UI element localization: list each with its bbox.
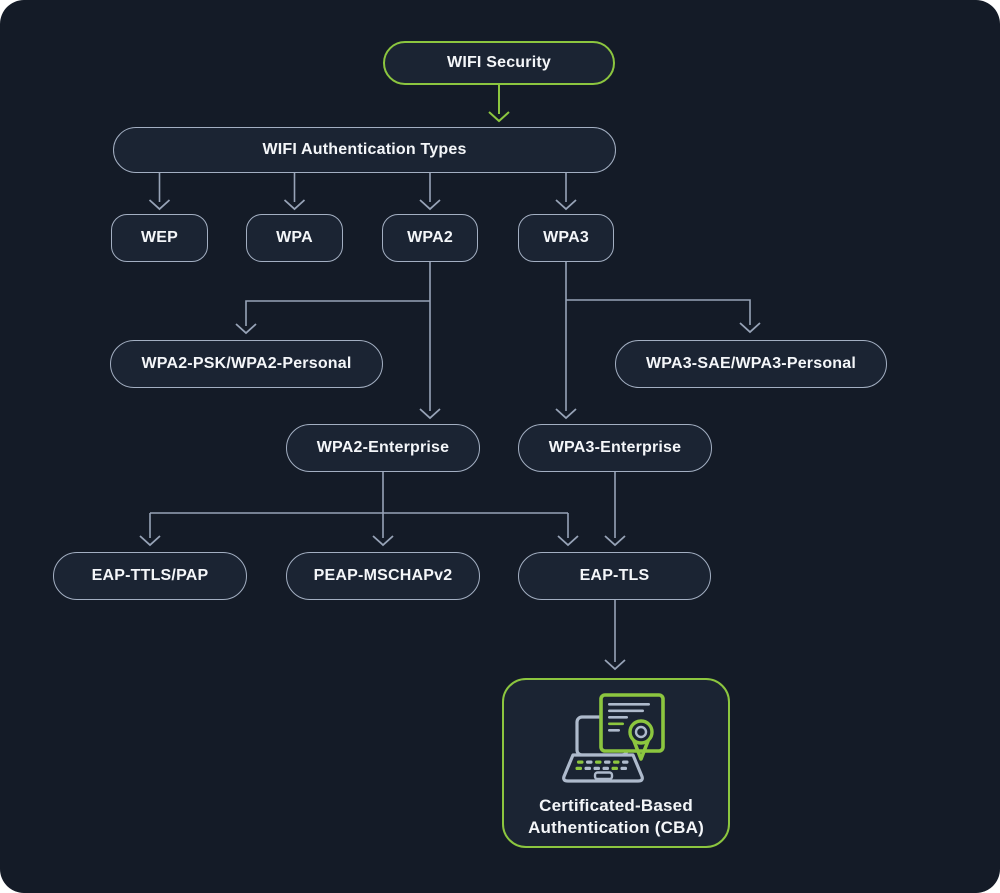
edge-auth-to-wpa <box>283 173 306 211</box>
edge-bus-to-eap-tls <box>557 513 579 547</box>
edge-auth-to-wpa3 <box>555 173 577 211</box>
node-wpa2-psk-personal: WPA2-PSK/WPA2-Personal <box>110 340 383 388</box>
edge-wpa2-to-wpa2-enterprise <box>419 262 441 420</box>
cba-label: Certificated-Based Authentication (CBA) <box>528 795 704 840</box>
edge-wpa2-enterprise-bus <box>150 472 568 547</box>
node-wpa3: WPA3 <box>518 214 614 262</box>
node-peap-mschapv2: PEAP-MSCHAPv2 <box>286 552 480 600</box>
edge-wifi-security-to-auth-types <box>488 85 510 123</box>
edge-wpa3-to-wpa3-personal <box>566 299 761 334</box>
node-eap-ttls-pap: EAP-TTLS/PAP <box>53 552 247 600</box>
edge-auth-to-wpa2 <box>419 173 441 211</box>
node-eap-tls: EAP-TLS <box>518 552 711 600</box>
node-wifi-authentication-types: WIFI Authentication Types <box>113 127 616 173</box>
node-wifi-security: WIFI Security <box>383 41 615 85</box>
node-wpa2-enterprise: WPA2-Enterprise <box>286 424 480 472</box>
cba-label-line1: Certificated-Based <box>539 796 693 815</box>
edge-wpa2-to-wpa2-personal <box>235 300 430 335</box>
edge-eap-tls-to-cba <box>604 600 626 671</box>
node-wpa3-sae-personal: WPA3-SAE/WPA3-Personal <box>615 340 887 388</box>
node-certificate-based-authentication: Certificated-Based Authentication (CBA) <box>502 678 730 848</box>
cba-label-line2: Authentication (CBA) <box>528 818 704 838</box>
edge-bus-to-eap-ttls-pap <box>139 513 161 547</box>
laptop-certificate-icon <box>562 693 665 783</box>
edge-wpa3-to-wpa3-enterprise <box>555 262 577 420</box>
node-wpa2: WPA2 <box>382 214 478 262</box>
node-wep: WEP <box>111 214 208 262</box>
node-wpa3-enterprise: WPA3-Enterprise <box>518 424 712 472</box>
node-wpa: WPA <box>246 214 343 262</box>
edge-auth-to-wep <box>148 173 171 211</box>
edge-wpa3-enterprise-to-eap-tls <box>604 472 626 547</box>
